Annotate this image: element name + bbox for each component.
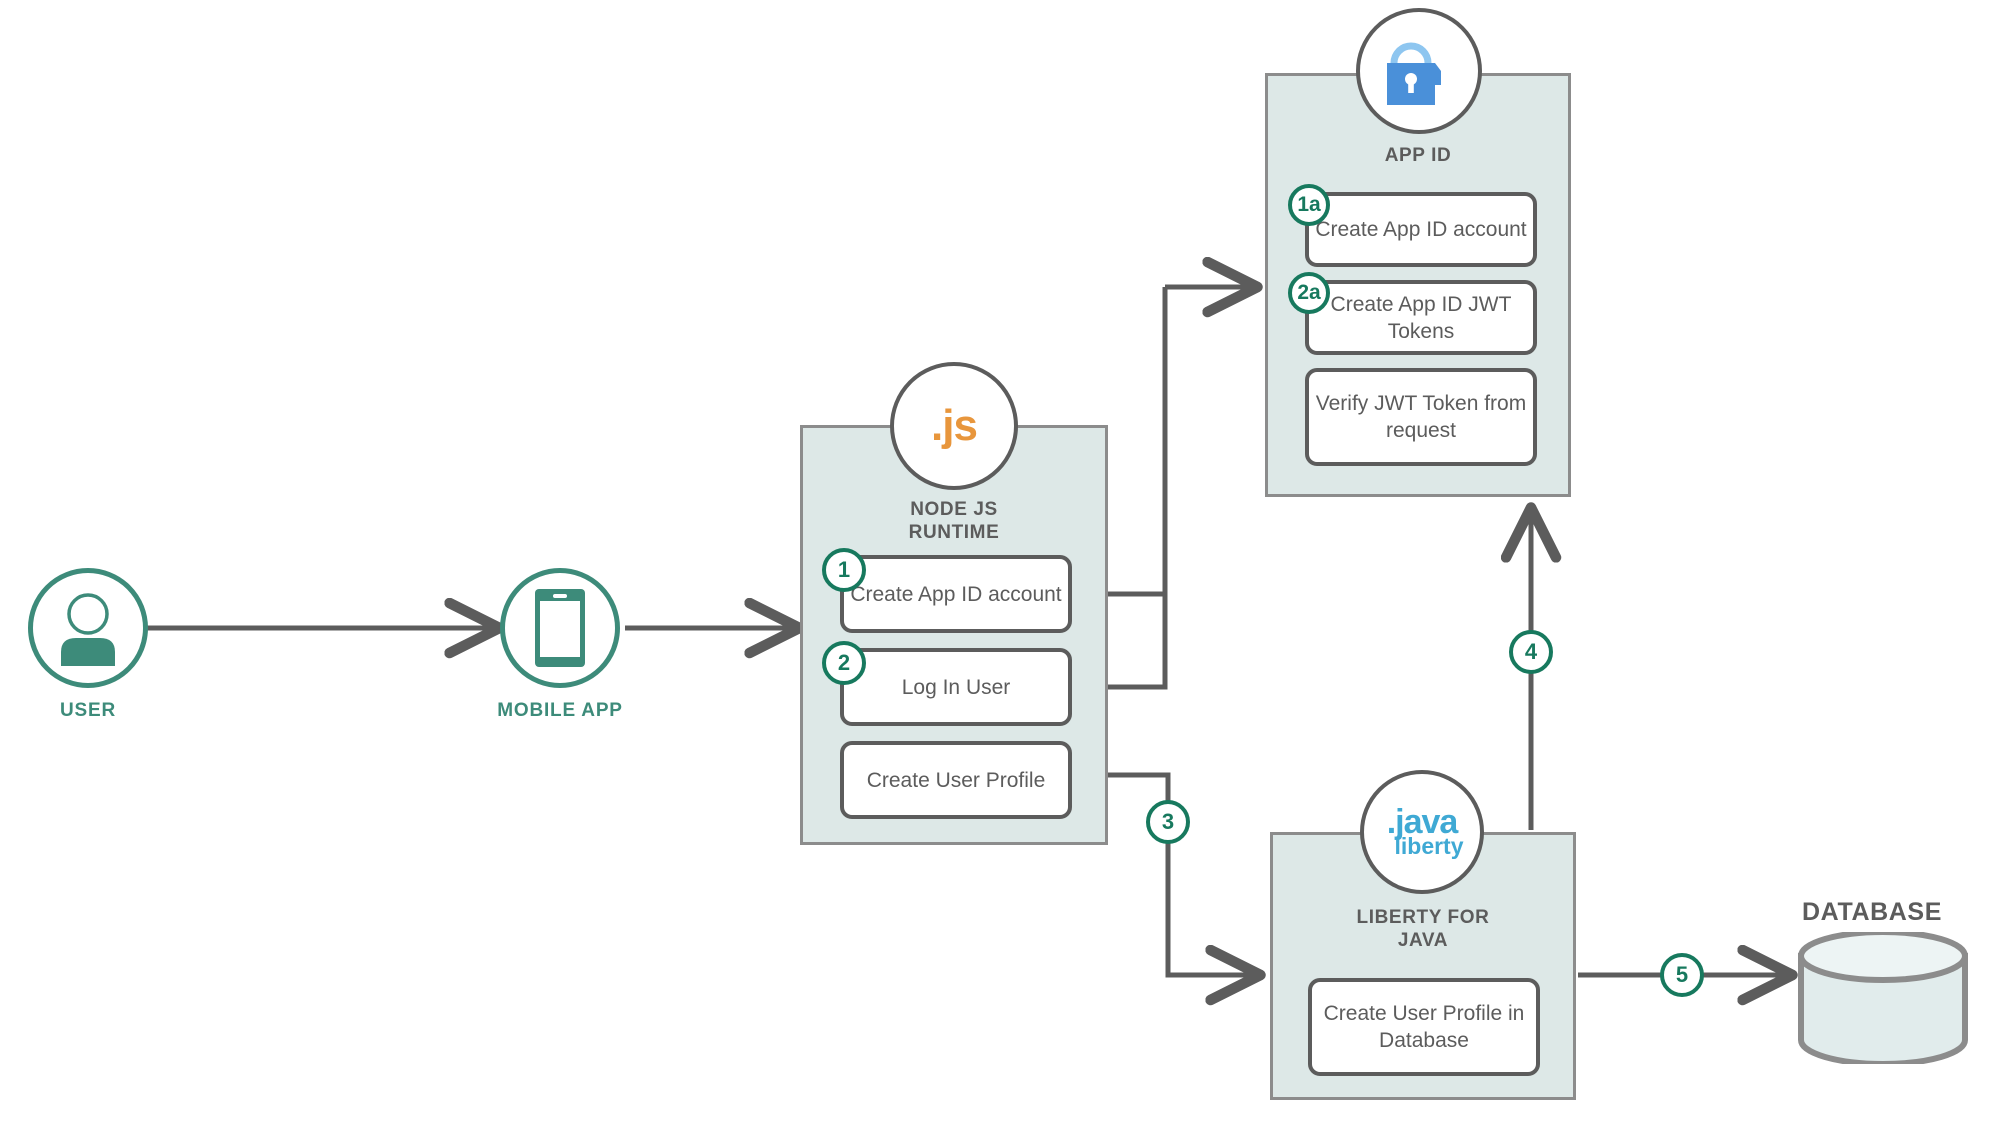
- task-verify-jwt-token[interactable]: Verify JWT Token from request: [1305, 368, 1537, 466]
- database-label: DATABASE: [1802, 898, 1942, 926]
- task-create-user-profile-in-database[interactable]: Create User Profile in Database: [1308, 978, 1540, 1076]
- task-create-appid-account-appid[interactable]: Create App ID account: [1305, 192, 1537, 267]
- java-logo-line2: liberty: [1394, 832, 1464, 859]
- user-label: USER: [60, 700, 116, 721]
- badge-step-2: 2: [822, 641, 866, 685]
- java-liberty-logo: .java liberty: [1380, 802, 1464, 859]
- task-create-appid-account-node[interactable]: Create App ID account: [840, 555, 1072, 633]
- zone-nodejs-title: NODE JS RUNTIME: [800, 498, 1108, 544]
- badge-step-1: 1: [822, 548, 866, 592]
- user-avatar-icon: [61, 593, 115, 666]
- appid-logo-bubble: [1356, 8, 1482, 134]
- nodejs-js-logo: .js: [931, 401, 978, 450]
- appid-padlock-face-logo: [1387, 42, 1441, 105]
- user-node[interactable]: [28, 568, 148, 688]
- task-create-appid-jwt-tokens[interactable]: Create App ID JWT Tokens: [1305, 280, 1537, 355]
- zone-liberty-title: LIBERTY FOR JAVA: [1270, 906, 1576, 952]
- java-logo-line1: .java: [1386, 802, 1459, 841]
- zone-liberty-title-line2: JAVA: [1397, 930, 1449, 951]
- task-create-user-profile[interactable]: Create User Profile: [840, 741, 1072, 819]
- zone-nodejs-title-line1: NODE JS: [910, 499, 998, 520]
- badge-step-1a: 1a: [1288, 184, 1330, 226]
- mobile-phone-icon: [535, 589, 585, 667]
- zone-liberty-title-line1: LIBERTY FOR: [1356, 907, 1490, 928]
- zone-nodejs-title-line2: RUNTIME: [908, 522, 1000, 543]
- badge-step-4: 4: [1509, 630, 1553, 674]
- task-log-in-user[interactable]: Log In User: [840, 648, 1072, 726]
- database-cylinder-icon[interactable]: [1795, 932, 1971, 1064]
- zone-appid-title: APP ID: [1265, 144, 1571, 167]
- badge-step-2a: 2a: [1288, 272, 1330, 314]
- liberty-logo-bubble: .java liberty: [1360, 770, 1484, 894]
- zone-appid-title-line1: APP ID: [1384, 145, 1452, 166]
- nodejs-logo-bubble: .js: [890, 362, 1018, 490]
- mobile-app-node[interactable]: [500, 568, 620, 688]
- mobile-app-label: MOBILE APP: [497, 700, 623, 721]
- badge-step-5: 5: [1660, 953, 1704, 997]
- badge-step-3: 3: [1146, 800, 1190, 844]
